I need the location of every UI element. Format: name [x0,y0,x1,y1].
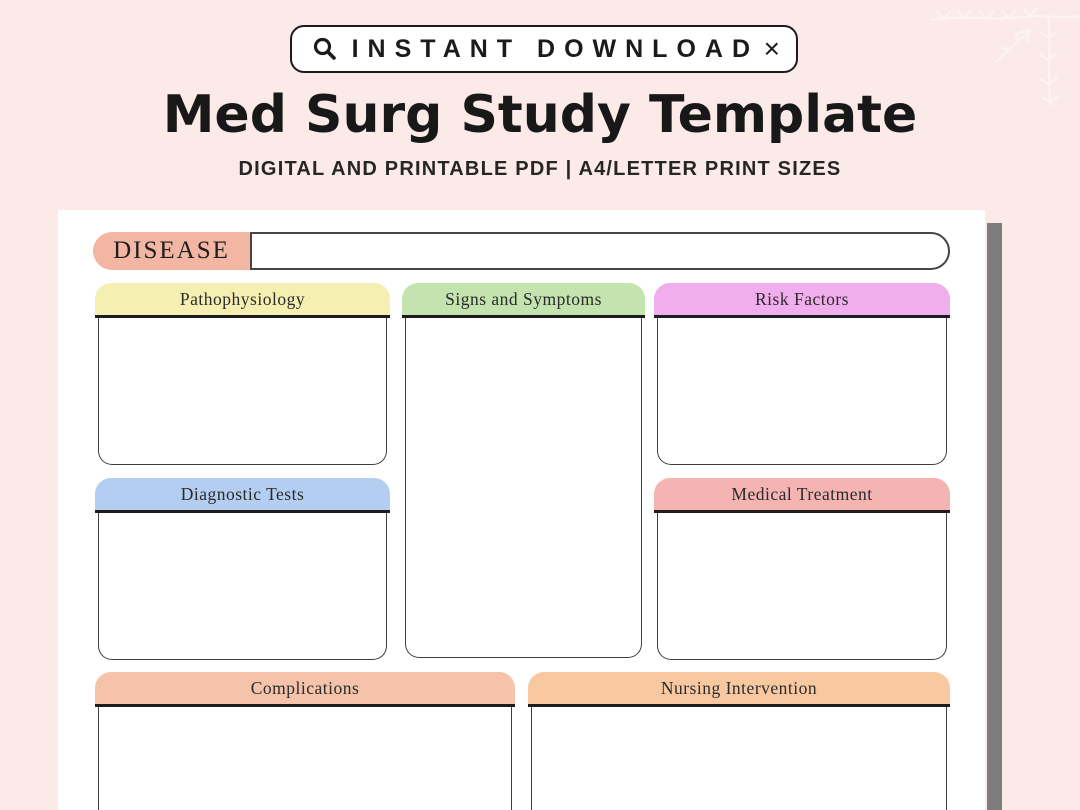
section-label: Diagnostic Tests [180,483,305,504]
section-label: Medical Treatment [731,483,873,504]
section-header: Diagnostic Tests [95,478,390,513]
disease-input[interactable] [250,232,950,270]
disease-label: DISEASE [93,232,250,270]
close-icon[interactable]: × [763,33,780,64]
section-header: Nursing Intervention [528,672,950,707]
section-diagnostic-tests: Diagnostic Tests [95,478,390,660]
paper-drop-shadow [987,223,1002,810]
section-notes-area[interactable] [657,318,947,465]
section-label: Risk Factors [755,288,849,309]
search-icon [313,37,336,60]
section-label: Complications [250,677,360,698]
worksheet-page: DISEASE Pathophysiology Signs and Sympto… [58,210,985,810]
section-pathophysiology: Pathophysiology [95,283,390,465]
section-notes-area[interactable] [98,318,387,465]
section-header: Signs and Symptoms [402,283,645,318]
section-label: Signs and Symptoms [445,288,602,309]
section-label: Nursing Intervention [660,677,818,698]
page-subtitle: DIGITAL AND PRINTABLE PDF | A4/LETTER PR… [238,158,842,180]
section-nursing-intervention: Nursing Intervention [528,672,950,810]
instant-download-pill[interactable]: INSTANT DOWNLOAD × [290,25,798,73]
section-notes-area[interactable] [531,707,947,810]
section-complications: Complications [95,672,515,810]
section-header: Medical Treatment [654,478,950,513]
section-notes-area[interactable] [657,513,947,660]
section-notes-area[interactable] [98,707,512,810]
section-signs-and-symptoms: Signs and Symptoms [402,283,645,658]
section-notes-area[interactable] [405,318,642,658]
section-medical-treatment: Medical Treatment [654,478,950,660]
section-header: Complications [95,672,515,707]
page-title: Med Surg Study Template [162,85,918,145]
section-risk-factors: Risk Factors [654,283,950,465]
section-notes-area[interactable] [98,513,387,660]
instant-download-label: INSTANT DOWNLOAD [351,34,760,63]
section-header: Pathophysiology [95,283,390,318]
section-header: Risk Factors [654,283,950,318]
section-label: Pathophysiology [179,288,306,309]
